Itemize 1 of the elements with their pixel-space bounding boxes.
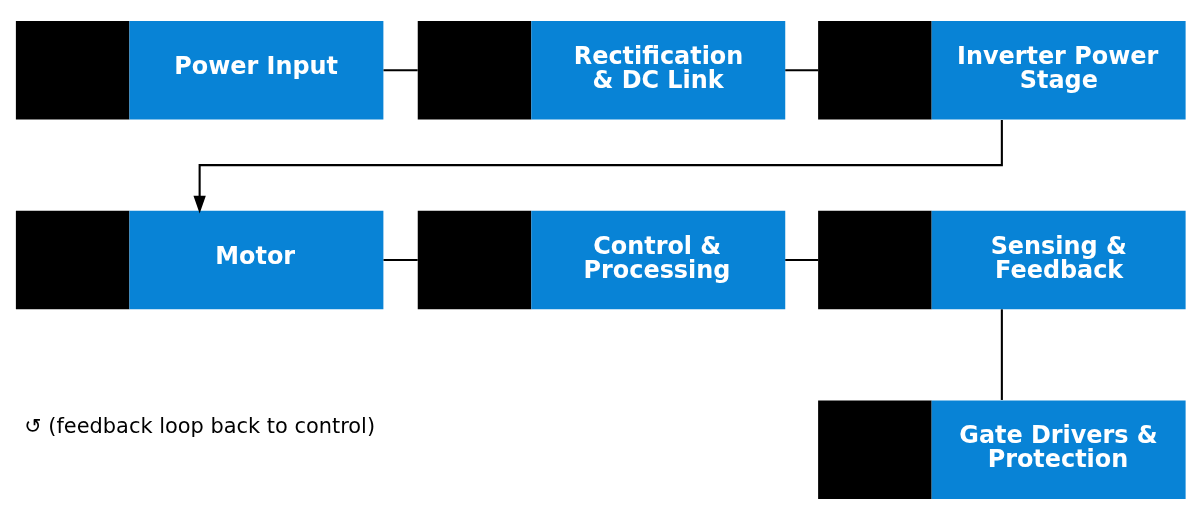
label: ↺ (feedback loop back to control): [24, 413, 376, 438]
